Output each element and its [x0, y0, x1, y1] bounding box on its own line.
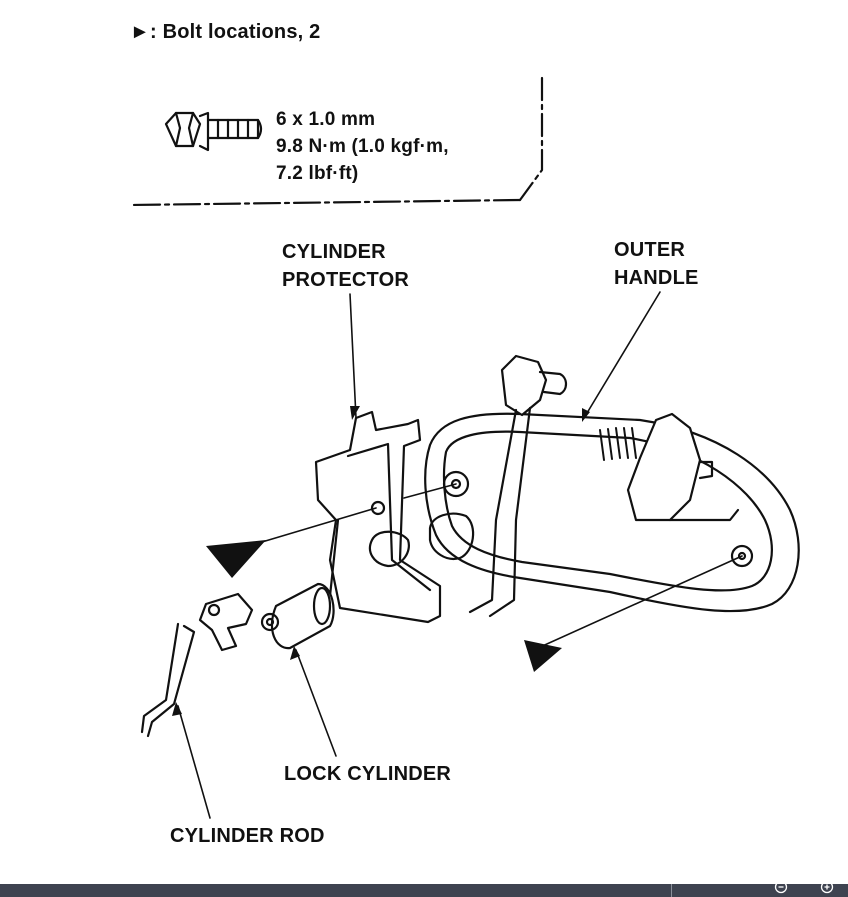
cylinder-rod-drawing: [140, 622, 196, 738]
bolt-marker-icon: ►: [130, 21, 150, 43]
outer-handle-label: OUTER HANDLE: [614, 239, 699, 289]
bolt-spec: 6 x 1.0 mm 9.8 N·m (1.0 kgf·m, 7.2 lbf·f…: [276, 106, 449, 187]
bolt-icon: [164, 111, 263, 152]
lock-cylinder-label: LOCK CYLINDER: [284, 763, 452, 785]
bolt-size: 6 x 1.0 mm: [276, 109, 376, 130]
zoom-in-icon[interactable]: [820, 880, 834, 894]
outer-handle-drawing: [424, 354, 800, 618]
spec-callout-border: [128, 76, 544, 207]
bolt-torque-line2: 7.2 lbf·ft): [276, 163, 359, 184]
leader-arrowheads: [172, 406, 590, 716]
cylinder-protector-label: CYLINDER PROTECTOR: [282, 241, 409, 291]
viewer-toolbar: [0, 880, 848, 897]
bolt-locations-heading: ►: Bolt locations, 2: [130, 18, 320, 46]
cylinder-protector-drawing: [314, 410, 442, 624]
zoom-out-icon[interactable]: [774, 880, 788, 894]
bolt-locations-text: : Bolt locations, 2: [150, 21, 321, 43]
bolt-torque-line1: 9.8 N·m (1.0 kgf·m,: [276, 136, 449, 157]
bolt-location-marker-left: [206, 540, 266, 578]
bolt-location-marker-right: [524, 640, 562, 672]
leader-lines: [177, 291, 743, 819]
toolbar-divider: [671, 884, 672, 897]
cylinder-rod-label: CYLINDER ROD: [170, 825, 325, 847]
lock-cylinder-drawing: [198, 582, 335, 652]
